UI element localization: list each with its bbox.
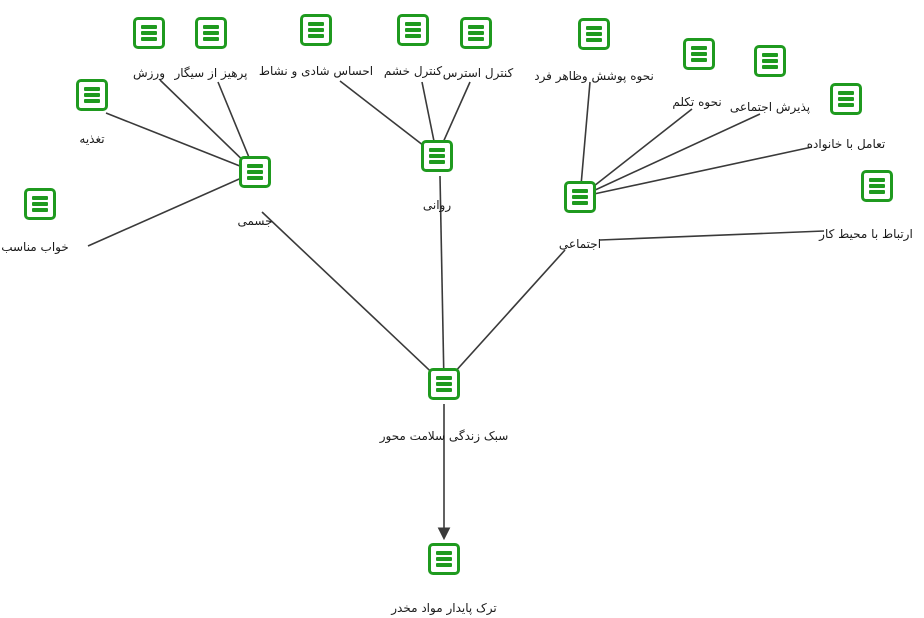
label-speech: نحوه تکلم [672, 95, 722, 109]
label-root: سبک زندگی سلامت محور [379, 429, 509, 443]
node-social[interactable] [564, 181, 596, 213]
label-exercise: ورزش [132, 66, 166, 80]
node-nutrition[interactable] [76, 79, 108, 111]
edge-physical-exercise [159, 79, 256, 173]
label-appearance: نحوه پوشش وظاهر فرد [534, 69, 654, 83]
node-acceptance[interactable] [754, 45, 786, 77]
node-joy[interactable] [300, 14, 332, 46]
edge-social-workplace [599, 230, 825, 241]
label-anger: کنترل خشم [383, 64, 443, 78]
node-root[interactable] [428, 368, 460, 400]
edge-physical-nutrition [105, 112, 256, 173]
node-physical[interactable] [239, 156, 271, 188]
edge-root-social [443, 249, 566, 385]
node-family[interactable] [830, 83, 862, 115]
label-family: تعامل با خانواده [806, 137, 886, 151]
edge-root-mental [439, 175, 445, 385]
label-workplace: ارتباط با محیط کار [819, 227, 913, 241]
label-stress: کنترل استرس [442, 66, 514, 80]
label-no-smoking: پرهیز از سیگار [174, 66, 248, 80]
node-appearance[interactable] [578, 18, 610, 50]
node-no-smoking[interactable] [195, 17, 227, 49]
label-physical: جسمی [237, 214, 273, 228]
node-anger[interactable] [397, 14, 429, 46]
label-outcome: ترک پایدار مواد مخدر [391, 601, 497, 615]
label-social: اجتماعی [558, 237, 602, 251]
node-mental[interactable] [421, 140, 453, 172]
node-sleep[interactable] [24, 188, 56, 220]
edge-social-acceptance [579, 113, 761, 198]
node-stress[interactable] [460, 17, 492, 49]
edge-social-speech [579, 108, 693, 198]
label-sleep: خواب مناسب [1, 240, 69, 254]
edge-social-family [579, 146, 813, 198]
edge-mental-joy [339, 80, 438, 157]
node-speech[interactable] [683, 38, 715, 70]
edge-physical-sleep [87, 171, 256, 247]
label-mental: روانی [422, 198, 452, 212]
label-acceptance: پذیرش اجتماعی [729, 100, 811, 114]
node-workplace[interactable] [861, 170, 893, 202]
node-outcome[interactable] [428, 543, 460, 575]
edge-social-appearance [579, 81, 591, 198]
edge-root-physical [261, 211, 445, 385]
label-nutrition: تغذیه [79, 132, 105, 146]
label-joy: احساس شادی و نشاط [258, 64, 374, 78]
node-exercise[interactable] [133, 17, 165, 49]
